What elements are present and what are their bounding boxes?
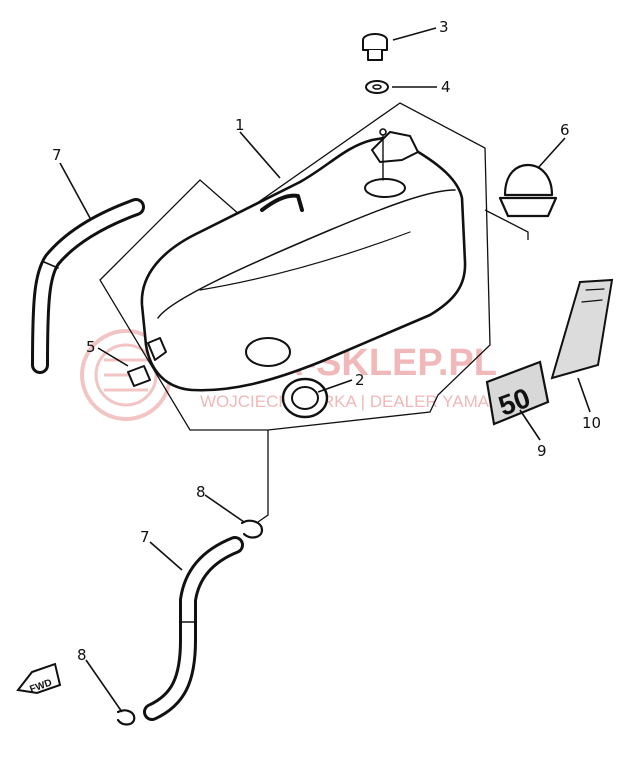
part-7-lower-hose [143, 536, 244, 721]
callout-1: 1 [235, 116, 245, 134]
callout-7-upper: 7 [52, 146, 62, 164]
callout-8-upper: 8 [196, 483, 206, 501]
part-8-clamp-upper [240, 519, 264, 539]
callout-4: 4 [441, 78, 451, 96]
part-10-decal [550, 278, 614, 380]
part-7-upper-hose [31, 198, 145, 374]
part-8-clamp-lower [116, 709, 136, 726]
callout-6: 6 [560, 121, 570, 139]
leader-lines [59, 27, 591, 713]
watermark-subtitle: WOJCIECH GÓRKA | DEALER YAMAHA [200, 392, 513, 411]
part-3-bolt [362, 33, 388, 61]
callout-3: 3 [439, 18, 449, 36]
assembly-boundary [99, 102, 529, 431]
callout-7-lower: 7 [140, 528, 150, 546]
fuel-tank [140, 128, 467, 392]
part-2-grommet [281, 377, 329, 419]
connector-line [257, 430, 269, 523]
callout-5: 5 [86, 338, 96, 356]
callout-9: 9 [537, 442, 547, 460]
fwd-arrow-icon: FWD [16, 662, 62, 696]
callouts: 1 2 3 4 5 6 7 7 8 8 9 10 [52, 18, 601, 664]
part-6-cap [498, 163, 558, 218]
part-5-collar [127, 365, 151, 387]
part-4-washer [365, 80, 389, 94]
callout-2: 2 [355, 371, 365, 389]
callout-8-lower: 8 [77, 646, 87, 664]
callout-10: 10 [582, 414, 601, 432]
